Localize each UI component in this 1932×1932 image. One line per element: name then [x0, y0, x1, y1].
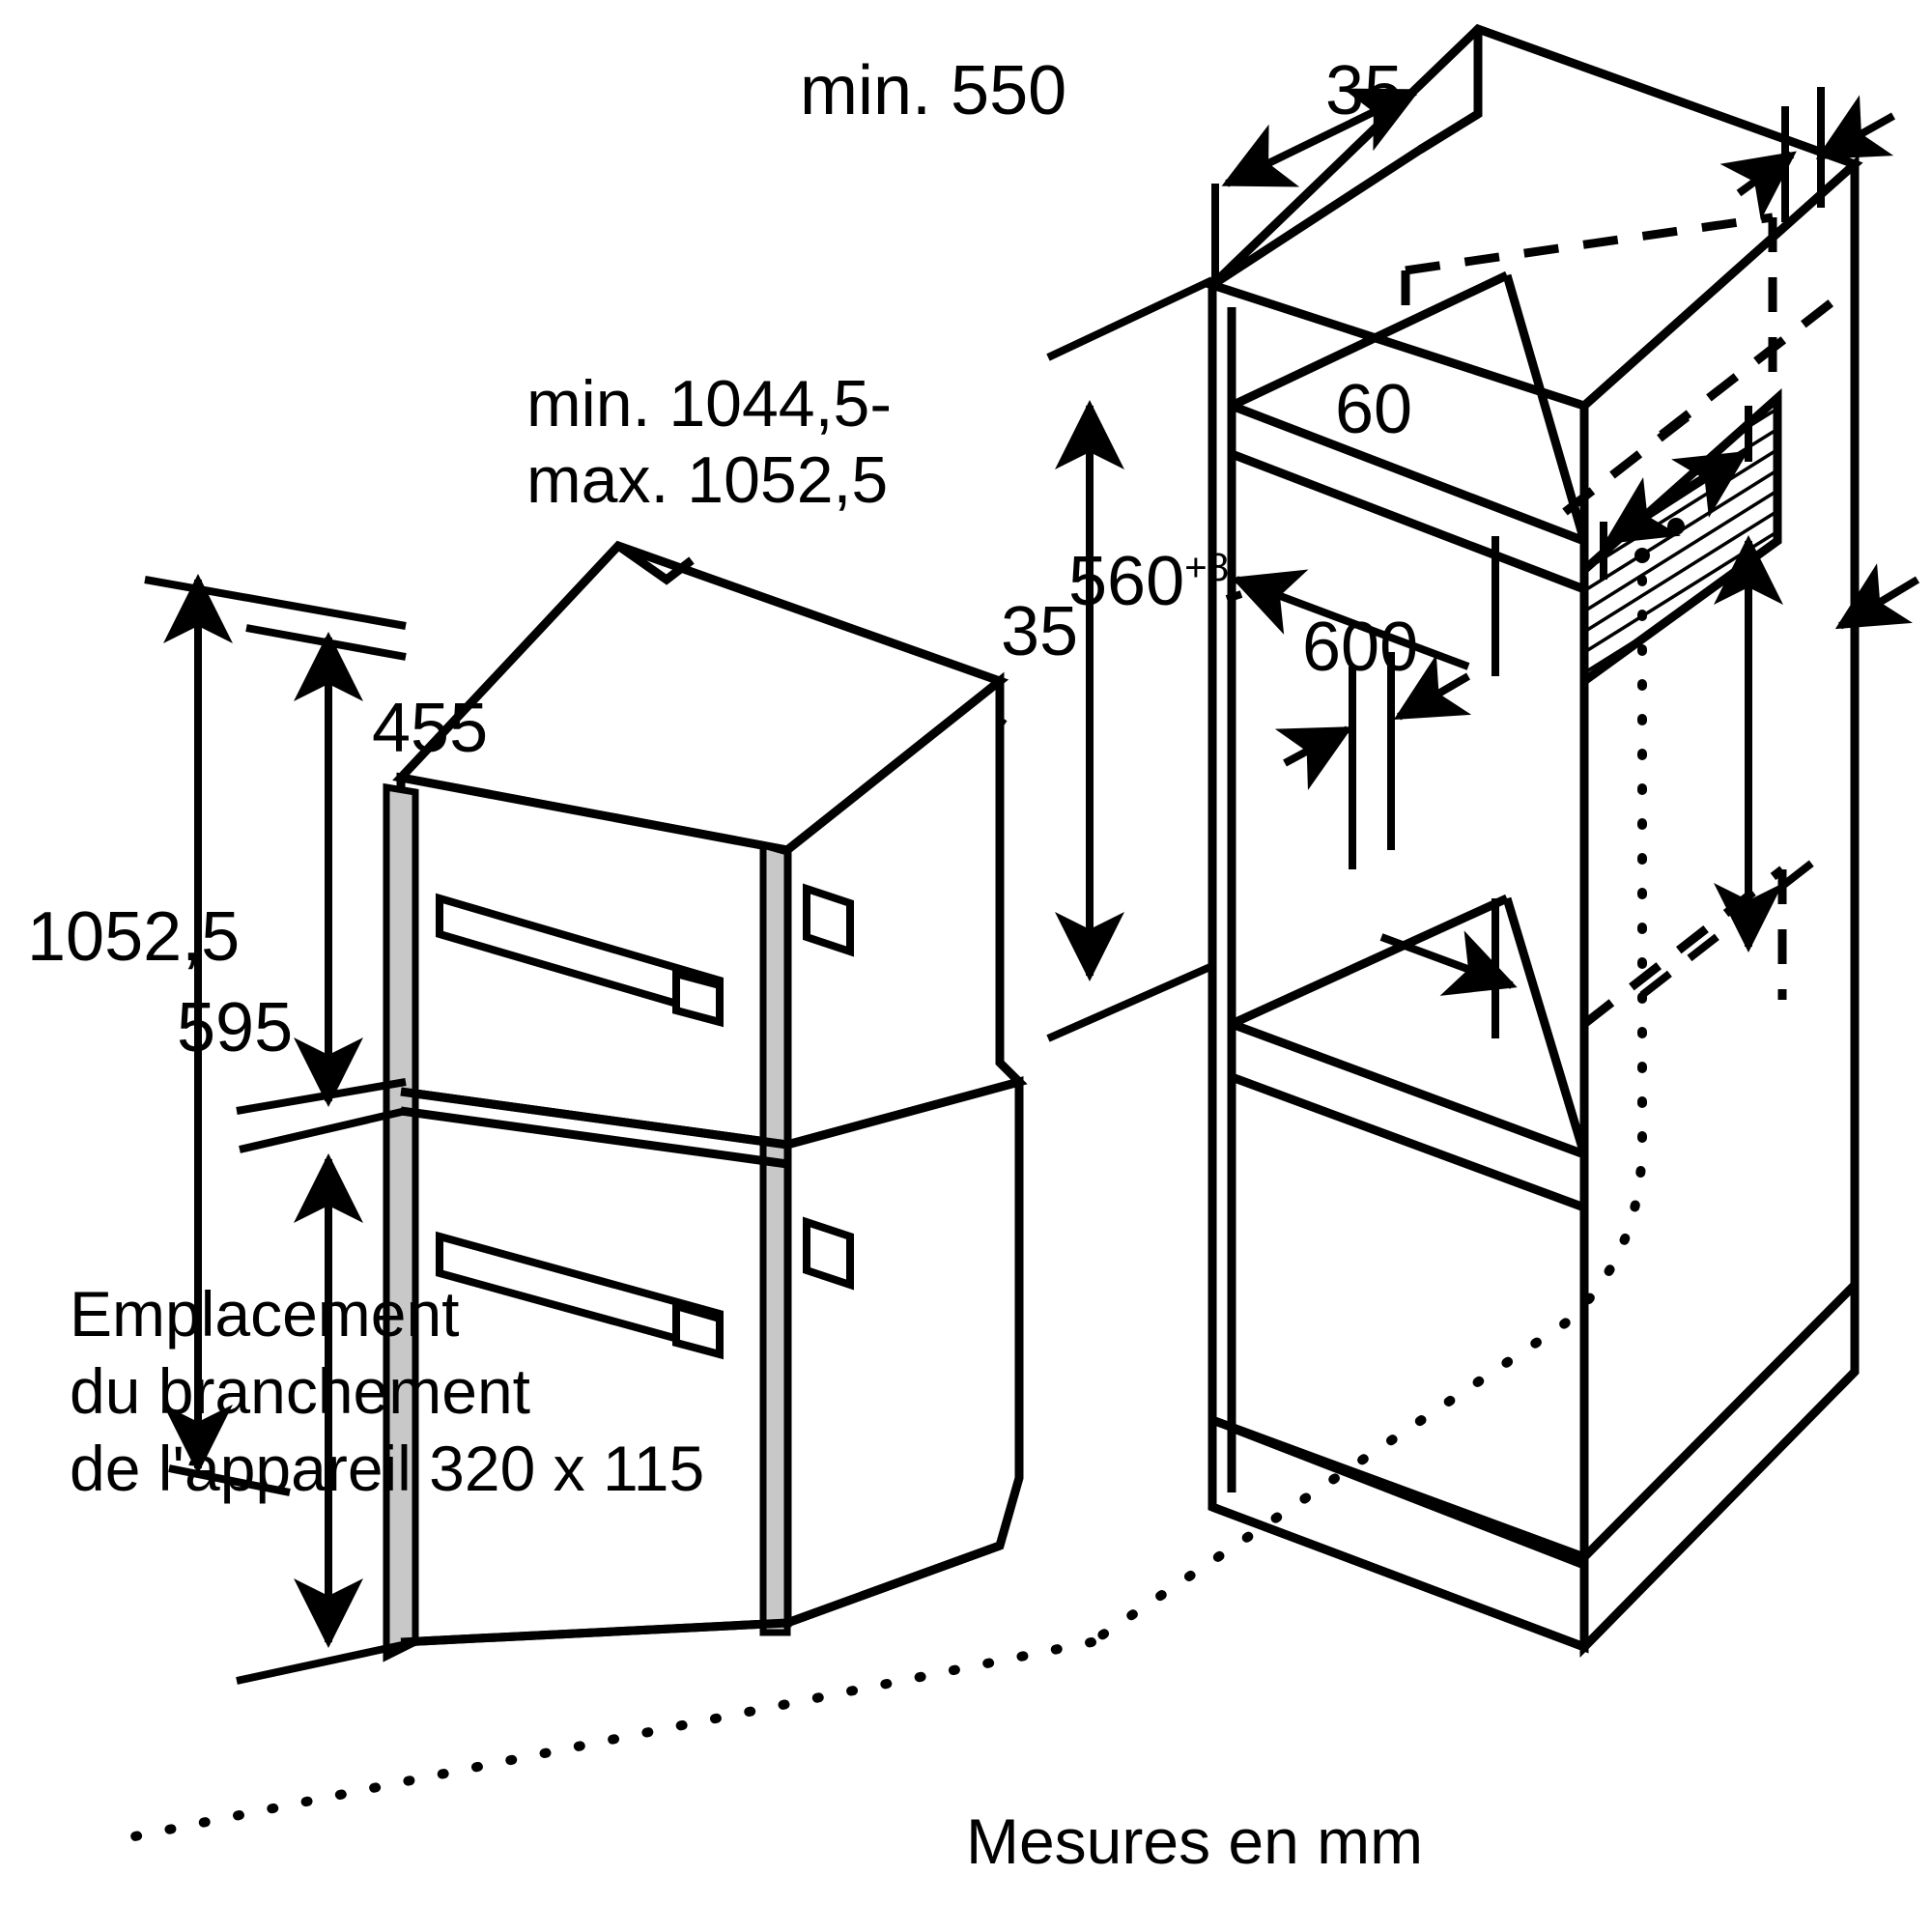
niche-middle-shelf-back	[1230, 894, 1509, 1029]
units-note: Mesures en mm	[966, 1805, 1424, 1877]
appliance-left-trim	[383, 782, 419, 1662]
connection-note-line-2: du branchement	[70, 1355, 530, 1427]
dim-label-height-range-min: min. 1044,5-	[526, 367, 892, 440]
niche-middle-shelf-back-b	[1502, 896, 1589, 1156]
appliance-right-trim	[759, 840, 791, 1636]
appliance-dimension-lines	[144, 574, 416, 1685]
cabinet-top-notch-b	[1417, 110, 1481, 154]
appliance-upper-handle-end	[672, 968, 724, 1028]
niche-top-shelf-back-b	[1502, 273, 1589, 543]
ext-600-bottom	[1639, 856, 1819, 999]
ext-595-top	[239, 1107, 407, 1153]
dim-shelf35-arrow-a	[1274, 725, 1353, 790]
connection-dot-b	[1634, 548, 1650, 563]
ext-1052-bottom-tick	[168, 1464, 291, 1496]
dim-35top-left-arrow	[1719, 151, 1797, 220]
appliance-lower-recess	[803, 1216, 854, 1291]
appliance-drawing	[383, 540, 1028, 1662]
ext-455-bottom	[236, 1078, 407, 1115]
cabinet-niche-drawing	[1204, 23, 1863, 1659]
dim-label-connection-height-600: 600	[1302, 609, 1419, 686]
dim-label-height-range-max: max. 1052,5	[526, 443, 889, 517]
niche-middle-shelf	[1227, 1017, 1589, 1214]
appliance-top-notch	[615, 542, 695, 585]
appliance-bottom-edge	[400, 1541, 1002, 1647]
dim-label-min-550: min. 550	[800, 52, 1067, 129]
dim-label-upper-height-455: 455	[372, 690, 489, 767]
ext-560-left-tick	[1225, 590, 1243, 603]
connection-dot-a	[1667, 518, 1685, 535]
dim-label-shelf-35: 35	[1001, 593, 1079, 670]
niche-top-shelf-back-a	[1230, 270, 1509, 411]
appliance-upper-recess	[803, 883, 854, 957]
niche-dimension-lines	[1046, 29, 1920, 1042]
connection-route-dotted	[111, 575, 1647, 1845]
cabinet-base-top	[1210, 1415, 1586, 1562]
dim-560-arrow-left	[1231, 569, 1470, 670]
dim-label-top-35: 35	[1325, 52, 1404, 129]
cabinet-base-top-right	[1580, 1281, 1859, 1561]
dim-label-niche-width: 560+8	[991, 459, 1229, 705]
cabinet-base-edge	[1210, 1368, 1859, 1653]
dim-550-arrow	[1221, 88, 1421, 187]
dim-560-arrow-right	[1379, 930, 1518, 996]
appliance-lower-handle-end	[672, 1300, 724, 1360]
dim-label-total-height: 1052,5	[27, 898, 241, 976]
ext-455-top	[245, 624, 407, 661]
ext-1052-top-line	[144, 576, 407, 630]
connection-note-line-1: Emplacement	[70, 1278, 460, 1350]
appliance-door-divider-2	[400, 1106, 788, 1169]
dim-label-lower-height-595: 595	[177, 989, 294, 1066]
dim-label-connection-depth-60: 60	[1335, 371, 1413, 448]
dim-35top-right-arrow	[1815, 95, 1895, 160]
dim-label-niche-width-tolerance: +8	[1184, 544, 1230, 589]
ext-595-bottom-line	[236, 1638, 416, 1685]
dim-shelf35-arrow-b	[1393, 654, 1472, 721]
dim-60-arrow	[1603, 450, 1749, 545]
ext-height-bottom	[1046, 962, 1214, 1042]
appliance-lower-right-face	[782, 1076, 1024, 1630]
connection-note-line-3: de l'appareil 320 x 115	[70, 1433, 705, 1504]
dim-label-niche-width-value: 560	[1068, 542, 1185, 620]
ext-height-top	[1046, 276, 1214, 361]
appliance-door-divider	[400, 1087, 788, 1150]
side-indicator-arrow	[1834, 563, 1920, 630]
